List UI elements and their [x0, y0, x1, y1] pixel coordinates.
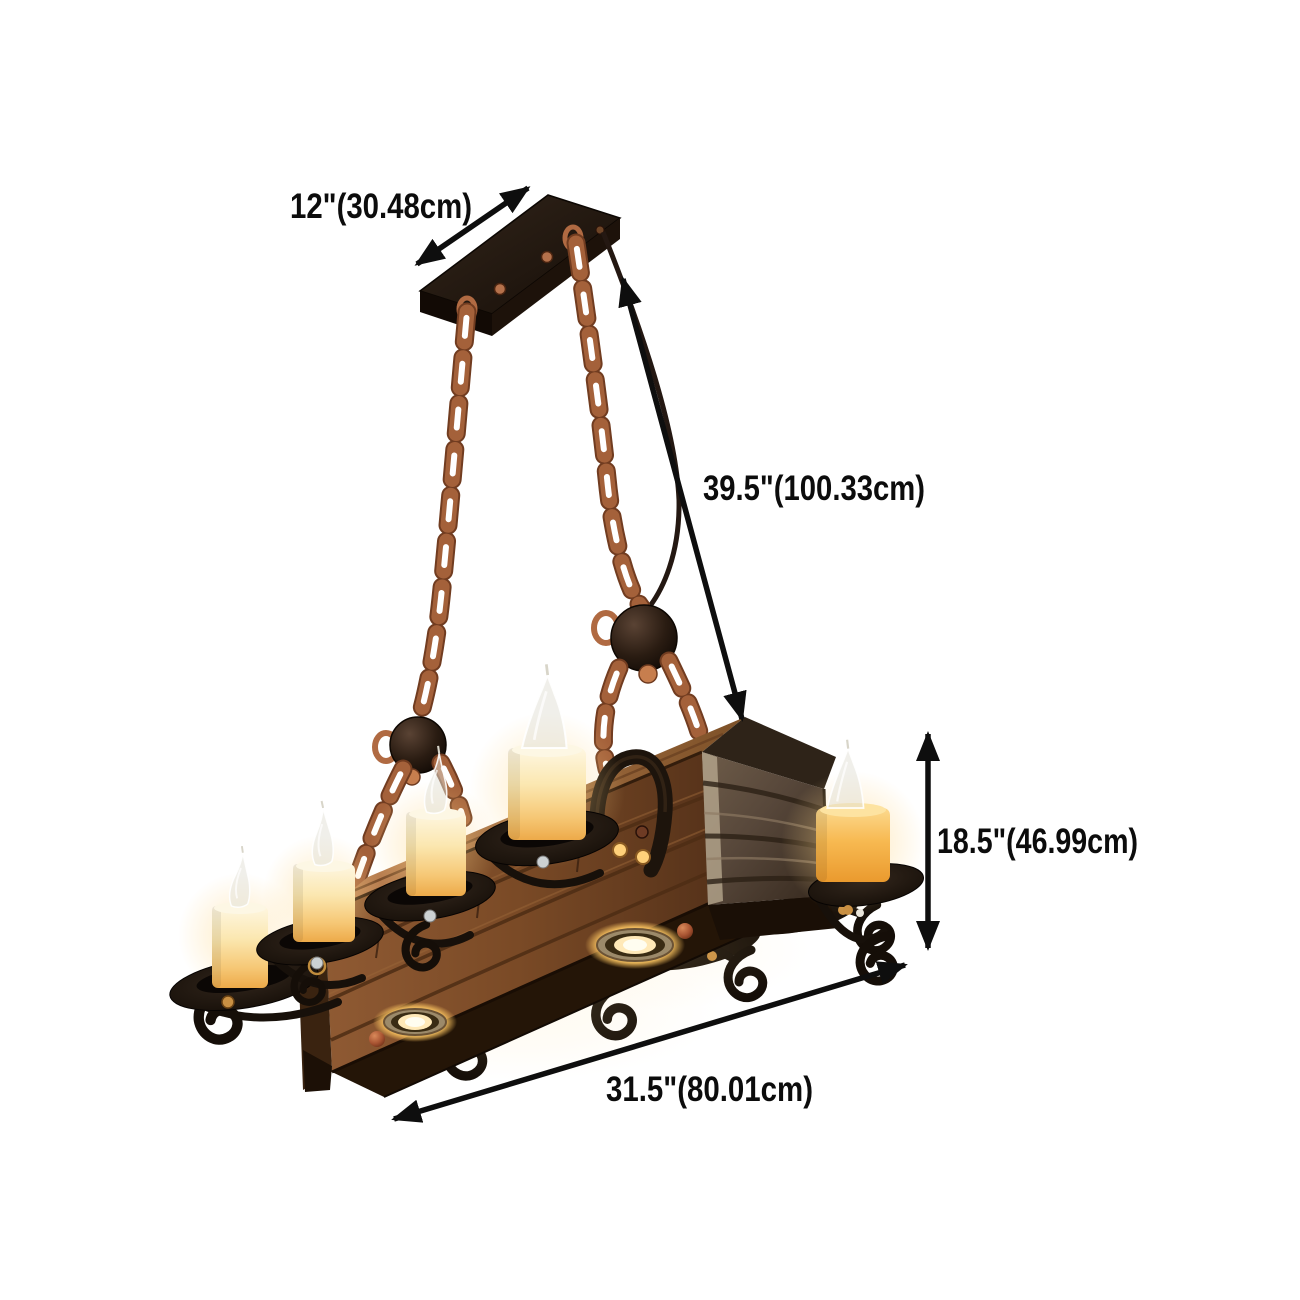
strap-washer	[612, 842, 628, 858]
dish-finial	[423, 909, 437, 923]
dimension-arrow-fixture-length	[391, 961, 908, 1123]
canopy-screw	[540, 250, 554, 264]
dimension-label-canopy-length: 12"(30.48cm)	[290, 187, 472, 226]
bracket-bead	[856, 909, 864, 917]
downlight-1	[373, 1002, 457, 1042]
candle-body	[508, 748, 586, 840]
dimension-annotations: 12"(30.48cm) 39.5"(100.33cm) 18.5"(46.99…	[290, 185, 1138, 1123]
canopy-screw	[595, 225, 605, 235]
dimension-arrow-suspension-height	[618, 276, 747, 722]
candle-body	[406, 812, 466, 896]
dimension-arrow-canopy-length	[414, 185, 531, 267]
strap-bolt	[635, 825, 649, 839]
suspension-chain-left	[409, 302, 477, 729]
dish-finial	[221, 995, 235, 1009]
candle-body	[816, 808, 890, 882]
candle-light-2	[256, 799, 384, 1003]
candle-body	[212, 906, 268, 988]
dish-finial	[536, 855, 550, 869]
flame-glass-icon	[826, 738, 865, 810]
ball-bead	[638, 664, 658, 684]
candle-light-5	[781, 738, 925, 985]
canopy-screw	[493, 282, 507, 296]
wood-knob	[369, 1031, 385, 1047]
candle-light-3	[364, 744, 498, 968]
candle-light-1	[169, 845, 342, 1042]
wood-knob	[677, 923, 693, 939]
flame-glass-icon	[307, 799, 336, 868]
candle-light-4	[469, 662, 625, 889]
strap-washer	[635, 849, 651, 865]
downlight-2	[585, 921, 685, 969]
dimension-label-fixture-length: 31.5"(80.01cm)	[606, 1070, 813, 1109]
suspension-chain-right	[566, 233, 651, 617]
candle-body	[293, 864, 355, 942]
dimension-label-suspension-height: 39.5"(100.33cm)	[703, 469, 925, 508]
flame-glass-icon	[520, 662, 568, 750]
dimension-label-fixture-height: 18.5"(46.99cm)	[937, 822, 1138, 861]
bracket-bead	[843, 905, 853, 915]
